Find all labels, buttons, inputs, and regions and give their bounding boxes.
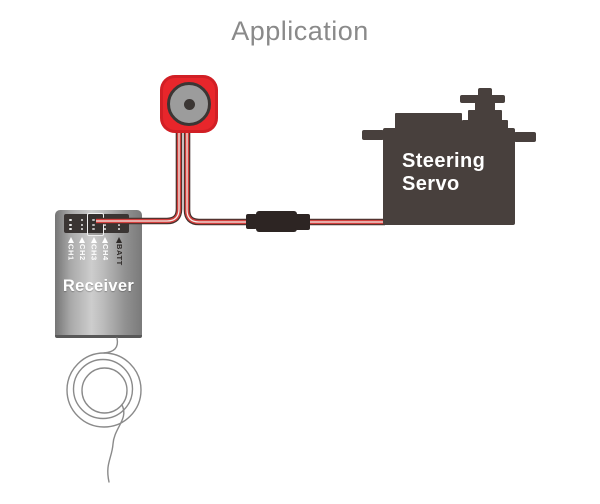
pin-column bbox=[80, 218, 84, 231]
servo-connector bbox=[246, 211, 310, 232]
servo-gear-step bbox=[462, 120, 508, 130]
servo-gear-step bbox=[468, 110, 502, 121]
antenna-coil bbox=[66, 337, 142, 483]
channel-label: CH3 bbox=[89, 244, 99, 262]
channel-label: BATT bbox=[114, 244, 124, 267]
servo-label-line2: Servo bbox=[402, 173, 460, 195]
servo-mount-tab-right bbox=[514, 132, 536, 142]
channel-label: CH4 bbox=[100, 244, 110, 262]
pin-column bbox=[69, 218, 72, 231]
pin-column bbox=[92, 218, 95, 231]
servo-horn-icon bbox=[460, 95, 505, 103]
channel-column-ch2: CH2 bbox=[76, 215, 88, 273]
receiver-unit: CH1 CH2 CH3 CH4 BATT Receiver bbox=[55, 210, 142, 338]
channel-column-batt: BATT bbox=[113, 215, 125, 273]
servo-label: Steering Servo bbox=[402, 150, 485, 196]
receiver-label: Receiver bbox=[62, 277, 135, 295]
steering-servo-unit: Steering Servo bbox=[362, 88, 548, 225]
servo-horn-top bbox=[478, 88, 492, 97]
ch3-plug-outline bbox=[87, 213, 104, 236]
gyro-unit bbox=[160, 75, 218, 133]
pin-column bbox=[117, 218, 121, 231]
channel-arrow-icon bbox=[67, 237, 74, 244]
channel-arrow-icon bbox=[102, 237, 108, 244]
channel-arrow-icon bbox=[116, 237, 122, 244]
channel-column-ch1: CH1 bbox=[65, 215, 77, 273]
channel-label: CH2 bbox=[77, 244, 87, 262]
servo-shaft bbox=[475, 102, 495, 112]
channel-arrow-icon bbox=[79, 237, 85, 244]
wire-gyro-to-servo bbox=[183, 132, 385, 226]
gyro-rotor-icon bbox=[167, 82, 211, 126]
servo-top-section bbox=[395, 113, 462, 130]
channel-column-ch3: CH3 bbox=[88, 215, 100, 273]
gyro-center-dot bbox=[183, 98, 195, 110]
page-title: Application bbox=[231, 16, 369, 46]
servo-mount-tab-left bbox=[362, 130, 384, 140]
pin-column bbox=[103, 218, 107, 231]
channel-arrow-icon bbox=[90, 237, 97, 244]
channel-label: CH1 bbox=[66, 244, 76, 262]
wire-receiver-to-gyro bbox=[96, 132, 183, 225]
servo-body bbox=[383, 128, 515, 225]
servo-label-line1: Steering bbox=[402, 150, 486, 172]
